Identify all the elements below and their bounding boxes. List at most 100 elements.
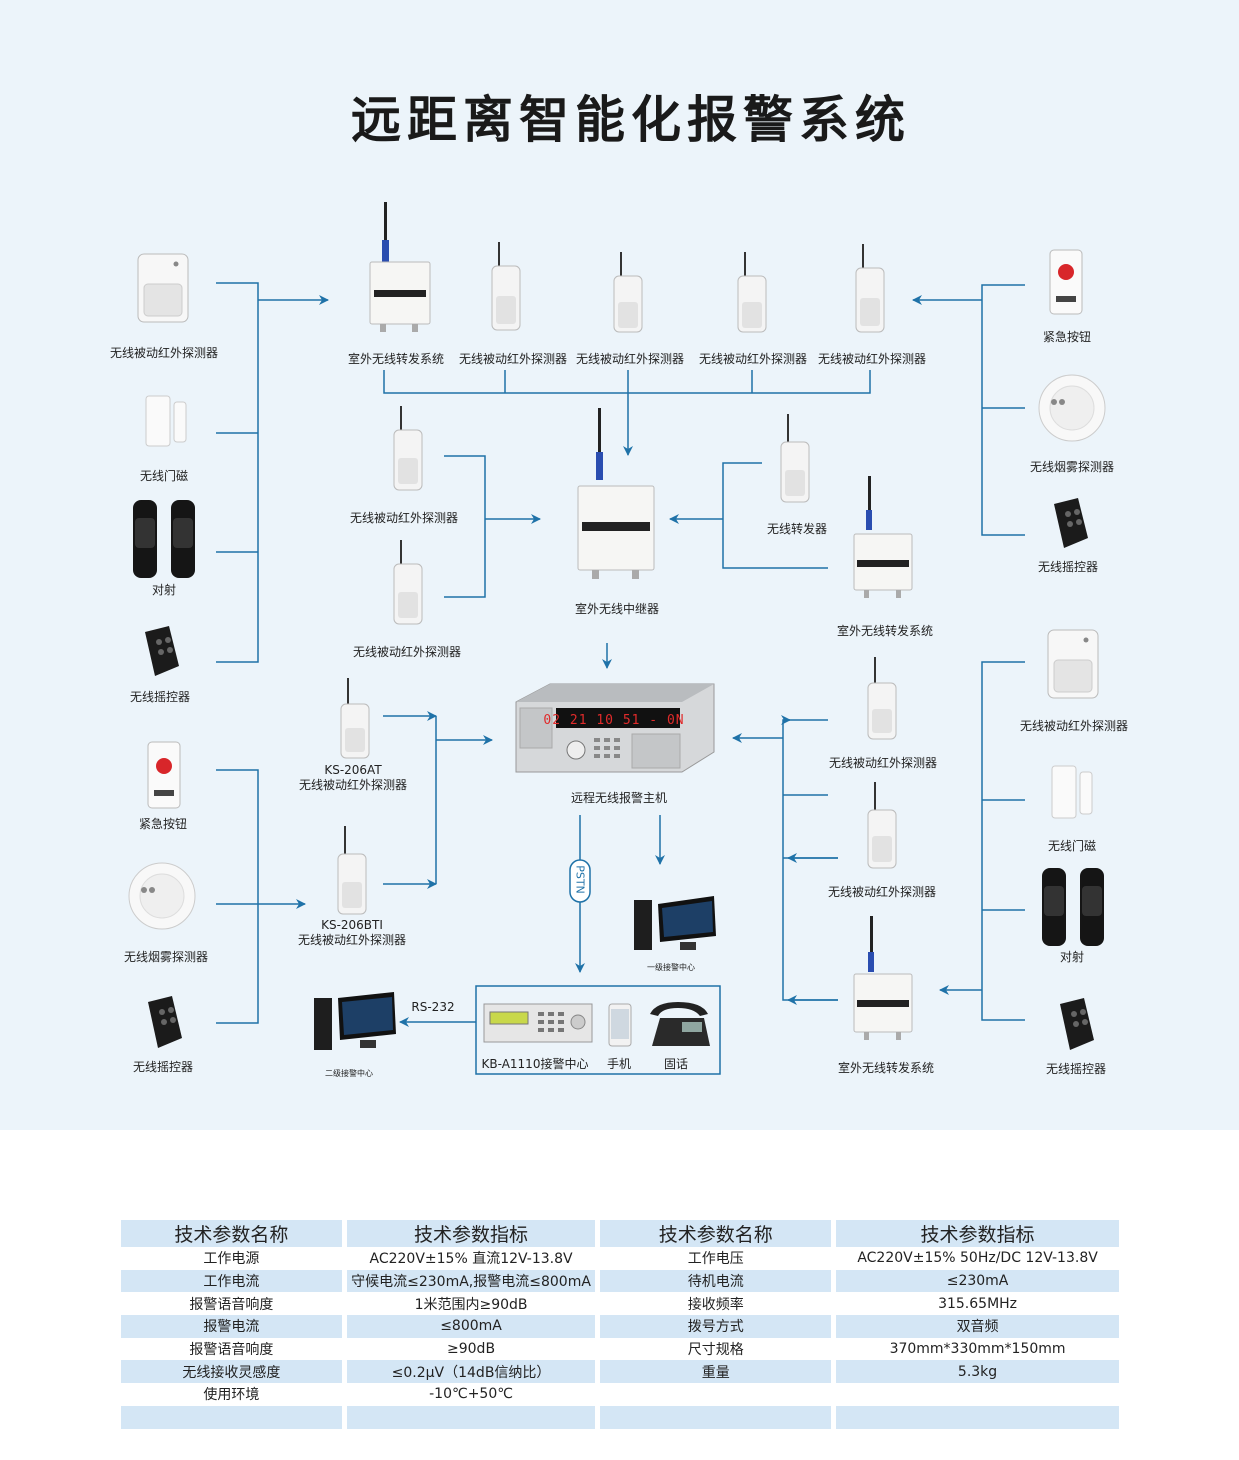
smoke-detector-icon [128,862,196,930]
phone-label: 手机 [606,1057,632,1071]
right-button-label: 紧急按钮 [1042,330,1092,344]
pir-antenna-icon [867,657,897,740]
left-button-label: 紧急按钮 [138,817,188,831]
top-pir-label-3: 无线被动红外探测器 [698,352,808,366]
left-bottom-remote-label: 无线摇控器 [132,1060,194,1074]
table-cell: 双音频 [836,1315,1119,1338]
ks206at-model: KS-206AT [324,763,382,777]
pir-antenna-icon [867,782,897,869]
table-cell [836,1405,1119,1429]
table-cell: 报警语音响度 [189,1296,274,1313]
table-cell: 无线接收灵感度 [121,1360,342,1384]
remote-control-icon [145,626,179,676]
ks206bti-name: 无线被动红外探测器 [297,933,407,947]
table-header-row: 技术参数名称 技术参数指标 技术参数名称 技术参数指标 [121,1220,1119,1247]
table-cell: 工作电流 [121,1269,342,1293]
table-row [121,1405,1119,1429]
landline-icon [650,1002,710,1046]
mid-pir-upper-label: 无线被动红外探测器 [349,511,459,525]
table-cell: AC220V±15% 直流12V-13.8V [369,1251,573,1268]
pir-antenna-icon [393,406,423,491]
table-cell: 工作电源 [203,1251,260,1268]
mid-outdoor-relay-label: 室外无线转发系统 [836,624,934,638]
computer-icon [634,896,716,950]
wireless-repeater-icon [577,408,655,579]
table-cell [346,1405,596,1429]
header-cell: 技术参数指标 [346,1220,596,1247]
pir-antenna-icon [337,826,367,915]
table-cell: ≥90dB [447,1341,496,1358]
right-mid-pir-lower-label: 无线被动红外探测器 [827,885,937,899]
header-cell: 技术参数名称 [600,1220,832,1247]
page-title: 远距离智能化报警系统 [351,91,911,149]
header-cell: 技术参数指标 [836,1220,1119,1247]
table-cell: ≤230mA [836,1269,1119,1293]
computer-icon [314,992,396,1050]
table-cell: -10℃+50℃ [429,1386,513,1403]
pir-antenna-icon [855,244,885,333]
table-row: 无线接收灵感度 ≤0.2μV（14dB信纳比） 重量 5.3kg [121,1360,1119,1384]
mobile-phone-icon [608,1003,632,1047]
left-pir-label: 无线被动红外探测器 [109,346,219,360]
left-smoke-label: 无线烟雾探测器 [123,950,209,964]
table-row: 工作电源 AC220V±15% 直流12V-13.8V 工作电压 AC220V±… [121,1247,1119,1270]
transmitter-icon [780,414,810,503]
right-bottom-pir-label: 无线被动红外探测器 [1019,719,1129,733]
table-cell: 报警语音响度 [189,1342,274,1359]
right-remote-label: 无线摇控器 [1037,560,1099,574]
table-row: 工作电流 守候电流≤230mA,报警电流≤800mA 待机电流 ≤230mA [121,1269,1119,1293]
top-pir-label-4: 无线被动红外探测器 [817,352,927,366]
table-cell: 5.3kg [836,1360,1119,1384]
table-cell: 拨号方式 [600,1315,832,1338]
table-row: 报警电流 ≤800mA 拨号方式 双音频 [121,1315,1119,1338]
right-bottom-door-label: 无线门磁 [1047,839,1097,853]
center2-label: 二级接警中心 [325,1069,373,1078]
table-cell [600,1383,831,1406]
pir-antenna-icon [491,242,521,331]
header-cell: 技术参数名称 [121,1220,342,1247]
beam-sensor-icon [133,500,195,578]
table-cell: AC220V±15% 50Hz/DC 12V-13.8V [857,1250,1098,1267]
rs232-label: RS-232 [411,1000,455,1014]
pir-antenna-icon [340,678,370,759]
table-cell: 使用环境 [203,1387,260,1404]
ks206at-name: 无线被动红外探测器 [298,778,408,792]
table-cell [836,1383,1119,1406]
table-cell [121,1405,342,1429]
remote-control-icon [148,996,182,1048]
left-remote-label: 无线摇控器 [129,690,191,704]
left-beam-label: 对射 [151,583,177,597]
table-row: 报警语音响度 1米范围内≥90dB 接收频率 315.65MHz [121,1292,1119,1315]
right-smoke-label: 无线烟雾探测器 [1029,460,1115,474]
door-sensor-icon [1051,765,1093,819]
table-cell: 370mm*330mm*150mm [889,1341,1066,1358]
right-bottom-beam-label: 对射 [1059,950,1085,964]
alarm-host-icon [515,683,715,773]
table-cell: 待机电流 [600,1269,832,1293]
door-sensor-icon [145,395,187,447]
top-pir-label-1: 无线被动红外探测器 [458,352,568,366]
table-cell: ≤0.2μV（14dB信纳比） [346,1360,596,1384]
smoke-detector-icon [1038,374,1106,442]
kb-a1110-icon [483,1003,593,1043]
pir-antenna-icon [393,540,423,625]
remote-control-icon [1054,498,1088,548]
table-cell: 接收频率 [687,1296,744,1313]
table-cell: 报警电流 [121,1315,342,1338]
table-cell: 1米范围内≥90dB [414,1296,528,1313]
pir-antenna-icon [613,252,643,333]
system-diagram: 远距离智能化报警系统 [0,0,1239,1130]
pstn-label: PSTN [573,865,587,894]
beam-sensor-icon [1042,868,1104,946]
table-cell: 守候电流≤230mA,报警电流≤800mA [346,1269,596,1293]
table-cell [600,1405,832,1429]
remote-control-icon [1060,998,1094,1050]
pir-detector-icon [137,253,189,323]
outdoor-relay-icon [853,916,913,1040]
pir-antenna-icon [737,252,767,333]
transmitter-label: 无线转发器 [766,522,828,536]
center1-label: 一级接警中心 [647,963,695,972]
host-display: 02 21 10 51 - 0N [543,713,685,728]
landline-label: 固话 [663,1057,689,1071]
host-label: 远程无线报警主机 [570,791,668,805]
